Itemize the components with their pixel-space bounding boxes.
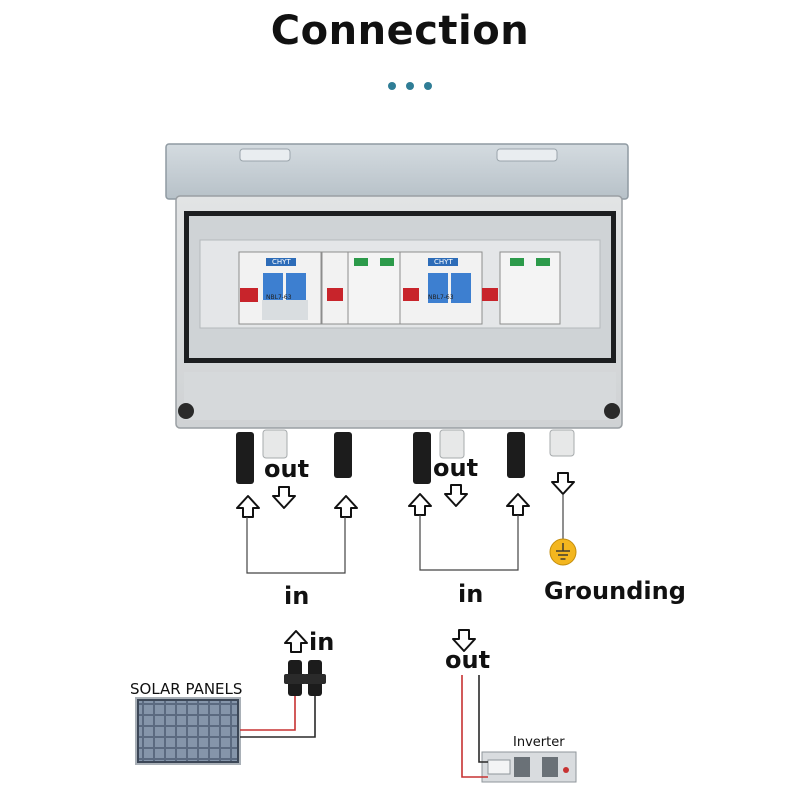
inverter-icon bbox=[481, 751, 577, 783]
arrow-up-in-4 bbox=[506, 493, 530, 516]
panel-connectors bbox=[240, 660, 326, 738]
breaker-model-left: NBL7-63 bbox=[266, 294, 292, 301]
mc4-connectors bbox=[236, 429, 575, 484]
decor-dot-2 bbox=[406, 82, 414, 90]
label-in-left: in bbox=[284, 582, 310, 610]
label-out-right: out bbox=[433, 454, 479, 482]
page-title: Connection bbox=[270, 8, 530, 54]
arrow-up-in-3 bbox=[408, 493, 432, 516]
din-rail-devices: CHYT CHYT NBL7-63 NBL7-63 bbox=[238, 251, 561, 325]
decor-dot-1 bbox=[388, 82, 396, 90]
breaker-brand-left: CHYT bbox=[272, 258, 291, 266]
label-out-left: out bbox=[264, 455, 310, 483]
arrow-up-in-1 bbox=[236, 495, 260, 518]
arrow-down-out-right bbox=[444, 484, 468, 507]
decor-dot-3 bbox=[424, 82, 432, 90]
solar-panel-icon bbox=[135, 697, 241, 765]
connection-lines bbox=[246, 494, 564, 574]
arrow-down-out-left bbox=[272, 486, 296, 509]
label-grounding: Grounding bbox=[544, 577, 686, 605]
label-in-right: in bbox=[458, 580, 484, 608]
label-in-panel: in bbox=[309, 628, 335, 656]
flow-arrows bbox=[236, 472, 575, 653]
surge-protector-left bbox=[321, 251, 401, 325]
arrow-down-ground bbox=[551, 472, 575, 495]
surge-protector-right bbox=[499, 251, 561, 325]
breaker-brand-right: CHYT bbox=[434, 258, 453, 266]
arrow-up-in-panel bbox=[284, 630, 308, 653]
label-inverter: Inverter bbox=[513, 735, 565, 750]
inverter-wires bbox=[461, 675, 488, 778]
breaker-left bbox=[238, 251, 322, 325]
label-out-inverter: out bbox=[445, 646, 491, 674]
arrow-down-out-inverter bbox=[452, 629, 476, 652]
ground-icon bbox=[549, 538, 577, 566]
label-solar-panels: SOLAR PANELS bbox=[130, 680, 243, 698]
breaker-model-right: NBL7-63 bbox=[428, 294, 454, 301]
breaker-right bbox=[399, 251, 498, 325]
arrow-up-in-2 bbox=[334, 495, 358, 518]
